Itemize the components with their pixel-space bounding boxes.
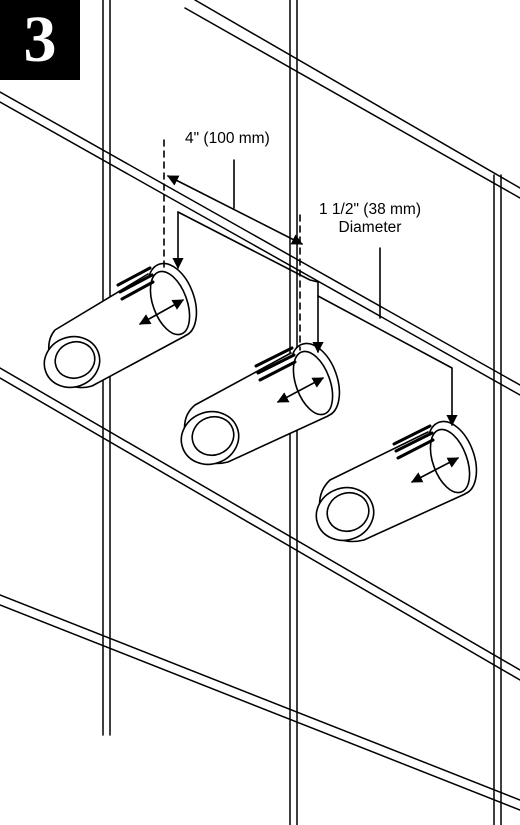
diameter-word: Diameter — [338, 219, 402, 236]
valve-cartridge-center — [180, 342, 341, 466]
diameter-label: 1 1/2" (38 mm) Diameter — [317, 201, 423, 237]
diameter-leaders — [172, 211, 458, 427]
step-number-badge: 3 — [0, 0, 80, 80]
diameter-value: 1 1/2" (38 mm) — [319, 201, 421, 218]
valve-cartridge-left — [43, 262, 198, 389]
spacing-label: 4" (100 mm) — [183, 130, 272, 148]
valve-cartridge-right — [315, 420, 478, 543]
spacing-dimension — [163, 139, 303, 351]
